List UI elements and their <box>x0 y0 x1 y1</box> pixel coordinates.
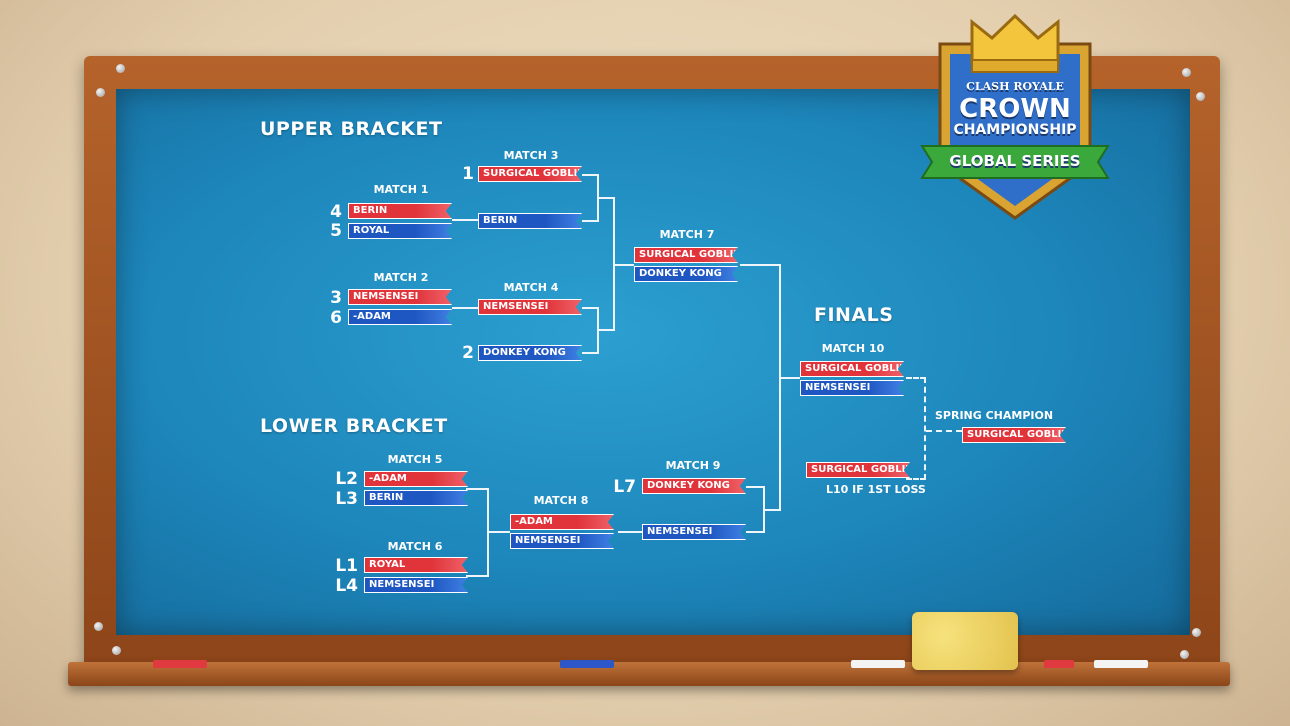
match5-seed-2: L3 <box>335 489 358 509</box>
match4-seed-2: 2 <box>462 343 474 363</box>
connector-line <box>598 197 614 199</box>
chalk-ledge <box>68 662 1230 686</box>
match8-team-1: -ADAM <box>510 514 614 530</box>
chalk-icon <box>851 660 905 668</box>
match3-team-1: SURGICAL GOBLIN <box>478 166 582 182</box>
match9-seed-1: L7 <box>613 477 636 497</box>
crown-icon <box>970 13 1060 73</box>
connector-line <box>452 307 478 309</box>
match10-team-2: NEMSENSEI <box>800 380 904 396</box>
match7-team-1: SURGICAL GOBLIN <box>634 247 738 263</box>
dashed-connector <box>906 478 926 480</box>
match1-team-1: BERIN <box>348 203 452 219</box>
match1-label: MATCH 1 <box>373 183 429 196</box>
match3-seed-1: 1 <box>462 164 474 184</box>
match1-team-2: ROYAL <box>348 223 452 239</box>
match9-team-2: NEMSENSEI <box>642 524 746 540</box>
connector-line <box>488 531 510 533</box>
match6-seed-1: L1 <box>335 556 358 576</box>
connector-line <box>746 486 764 488</box>
connector-line <box>614 264 634 266</box>
connector-line <box>764 509 781 511</box>
screw-icon <box>1182 68 1191 77</box>
match7-label: MATCH 7 <box>659 228 715 241</box>
screw-icon <box>94 622 103 631</box>
screw-icon <box>1196 92 1205 101</box>
connector-line <box>582 352 598 354</box>
connector-line <box>466 488 488 490</box>
match4-label: MATCH 4 <box>503 281 559 294</box>
chalk-icon <box>1094 660 1148 668</box>
dashed-connector <box>926 430 962 432</box>
match8-label: MATCH 8 <box>533 494 589 507</box>
match8-team-2: NEMSENSEI <box>510 533 614 549</box>
lower-bracket-title: LOWER BRACKET <box>260 415 448 437</box>
rematch-team: SURGICAL GOBLIN <box>806 462 910 478</box>
match9-team-1: DONKEY KONG <box>642 478 746 494</box>
screw-icon <box>1192 628 1201 637</box>
screw-icon <box>116 64 125 73</box>
screw-icon <box>112 646 121 655</box>
match2-seed-2: 6 <box>330 308 342 328</box>
connector-line <box>780 377 800 379</box>
match2-seed-1: 3 <box>330 288 342 308</box>
champion-team: SURGICAL GOBLIN <box>962 427 1066 443</box>
match10-label: MATCH 10 <box>821 342 885 355</box>
match3-team-2: BERIN <box>478 213 582 229</box>
connector-line <box>740 264 780 266</box>
crown-championship-logo: CLASH ROYALE CROWN CHAMPIONSHIP GLOBAL S… <box>918 13 1112 220</box>
chalk-icon <box>560 660 614 668</box>
champion-label: SPRING CHAMPION <box>935 409 1054 422</box>
rematch-note: L10 IF 1ST LOSS <box>826 483 926 496</box>
connector-line <box>746 531 764 533</box>
upper-bracket-title: UPPER BRACKET <box>260 118 443 140</box>
match3-label: MATCH 3 <box>503 149 559 162</box>
sponge-icon <box>912 612 1018 670</box>
match1-seed-2: 5 <box>330 221 342 241</box>
dashed-connector <box>906 377 926 379</box>
finals-title: FINALS <box>814 304 894 326</box>
match5-team-2: BERIN <box>364 490 468 506</box>
logo-line2: CHAMPIONSHIP <box>953 122 1077 138</box>
chalk-icon <box>1044 660 1074 668</box>
connector-line <box>466 575 488 577</box>
match9-label: MATCH 9 <box>665 459 721 472</box>
match6-label: MATCH 6 <box>387 540 443 553</box>
match2-team-2: -ADAM <box>348 309 452 325</box>
connector-line <box>582 174 598 176</box>
logo-series: GLOBAL SERIES <box>949 152 1081 170</box>
match5-label: MATCH 5 <box>387 453 443 466</box>
screw-icon <box>96 88 105 97</box>
match10-team-1: SURGICAL GOBLIN <box>800 361 904 377</box>
connector-line <box>582 220 598 222</box>
match7-team-2: DONKEY KONG <box>634 266 738 282</box>
logo-shield-icon <box>920 13 1110 220</box>
match2-label: MATCH 2 <box>373 271 429 284</box>
match5-team-1: -ADAM <box>364 471 468 487</box>
match6-seed-2: L4 <box>335 576 358 596</box>
screw-icon <box>1180 650 1189 659</box>
match1-seed-1: 4 <box>330 202 342 222</box>
connector-line <box>582 307 598 309</box>
connector-line <box>779 264 781 510</box>
logo-brand: CLASH ROYALE <box>966 80 1064 93</box>
connector-line <box>618 531 642 533</box>
connector-line <box>452 219 478 221</box>
connector-line <box>598 329 614 331</box>
match6-team-2: NEMSENSEI <box>364 577 468 593</box>
chalk-icon <box>153 660 207 668</box>
dashed-connector <box>924 377 926 480</box>
match5-seed-1: L2 <box>335 469 358 489</box>
match2-team-1: NEMSENSEI <box>348 289 452 305</box>
logo-line1: CROWN <box>959 94 1071 124</box>
match4-team-1: NEMSENSEI <box>478 299 582 315</box>
match6-team-1: ROYAL <box>364 557 468 573</box>
match4-team-2: DONKEY KONG <box>478 345 582 361</box>
